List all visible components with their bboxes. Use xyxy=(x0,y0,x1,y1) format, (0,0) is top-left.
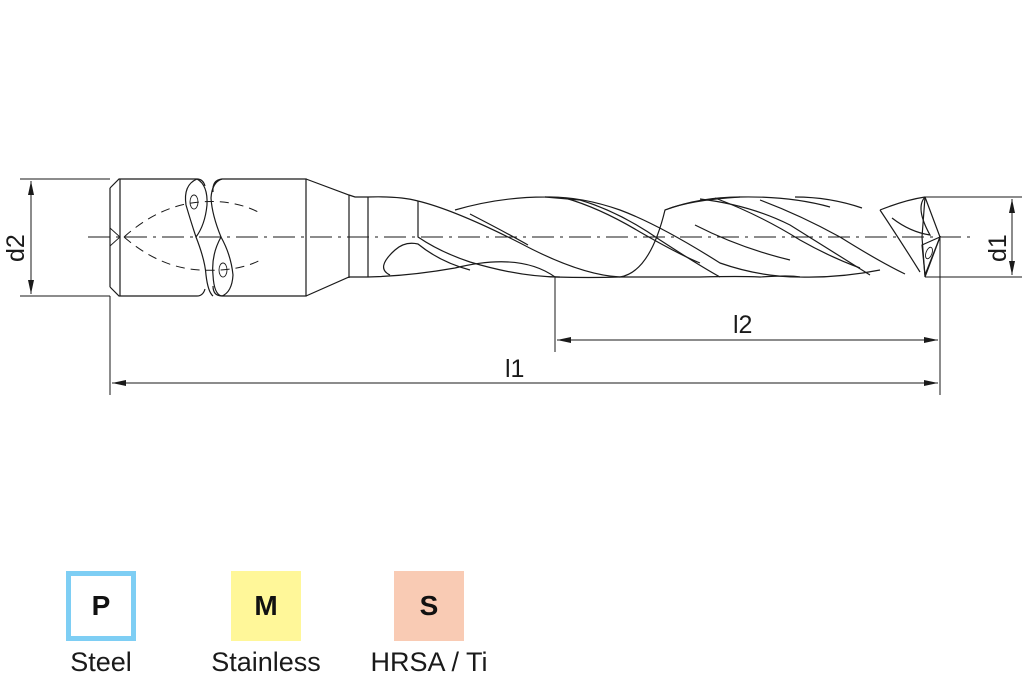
flute-body xyxy=(367,196,942,279)
l2-label: l2 xyxy=(733,311,752,339)
l1-label: l1 xyxy=(505,355,524,383)
material-code: M xyxy=(254,590,278,621)
drill-technical-drawing: d2 d1 l2 l1 xyxy=(2,178,1022,395)
dimension-d2: d2 xyxy=(2,178,110,297)
material-badge-m: M xyxy=(231,571,301,641)
dimension-l2: l2 xyxy=(554,237,941,395)
material-badge-p: P xyxy=(66,571,136,641)
material-badge-s: S xyxy=(394,571,464,641)
material-label-stainless: Stainless xyxy=(211,647,321,677)
material-label-steel: Steel xyxy=(70,647,132,677)
material-label-hrsa-ti: HRSA / Ti xyxy=(370,647,488,677)
dimension-l1: l1 xyxy=(109,296,938,395)
dimension-d1: d1 xyxy=(925,196,1022,278)
material-code: S xyxy=(419,590,439,621)
material-code: P xyxy=(91,590,111,621)
shank xyxy=(109,178,307,297)
d2-label: d2 xyxy=(2,234,30,262)
neck xyxy=(305,178,369,297)
d1-label: d1 xyxy=(984,234,1012,262)
